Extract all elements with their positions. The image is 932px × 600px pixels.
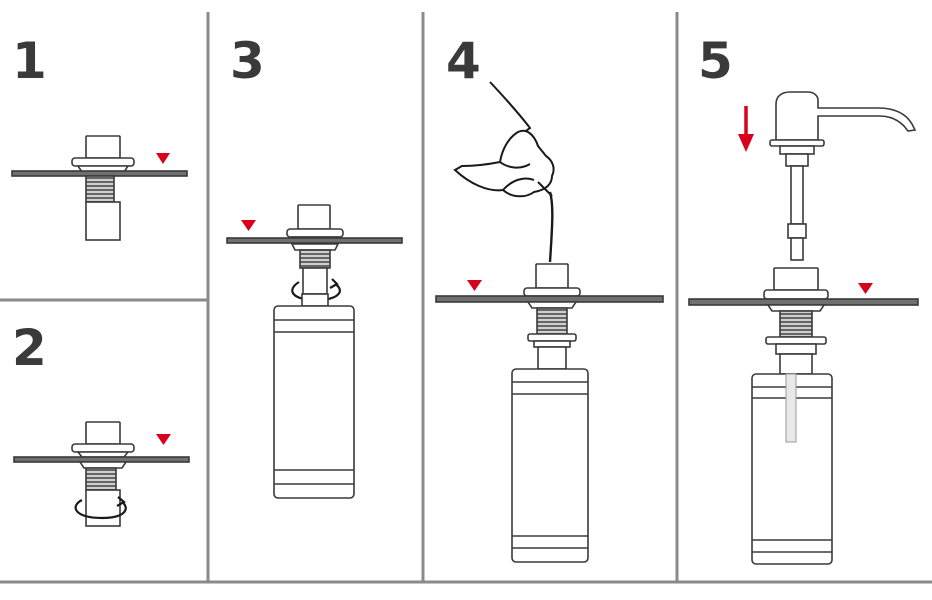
- step-2-number: 2: [12, 319, 47, 377]
- step-2-panel: 2: [12, 319, 190, 527]
- step-1-panel: 1: [11, 32, 188, 241]
- down-arrow-icon: [738, 106, 754, 152]
- red-triangle-marker-icon: [241, 220, 256, 231]
- step-3-number: 3: [230, 32, 265, 90]
- step-5-number: 5: [698, 32, 733, 90]
- step-4-number: 4: [446, 32, 481, 90]
- step-4-panel: 4: [435, 32, 664, 563]
- red-triangle-marker-icon: [467, 280, 482, 291]
- hand-icon: [453, 81, 555, 198]
- step-1-number: 1: [12, 32, 47, 90]
- step-5-panel: 5: [688, 32, 919, 565]
- step-3-panel: 3: [226, 32, 403, 499]
- panel-dividers: [0, 12, 932, 584]
- red-triangle-marker-icon: [156, 434, 171, 445]
- rotate-arrow-icon: [74, 496, 127, 520]
- red-triangle-marker-icon: [156, 153, 170, 164]
- red-triangle-marker-icon: [858, 283, 873, 294]
